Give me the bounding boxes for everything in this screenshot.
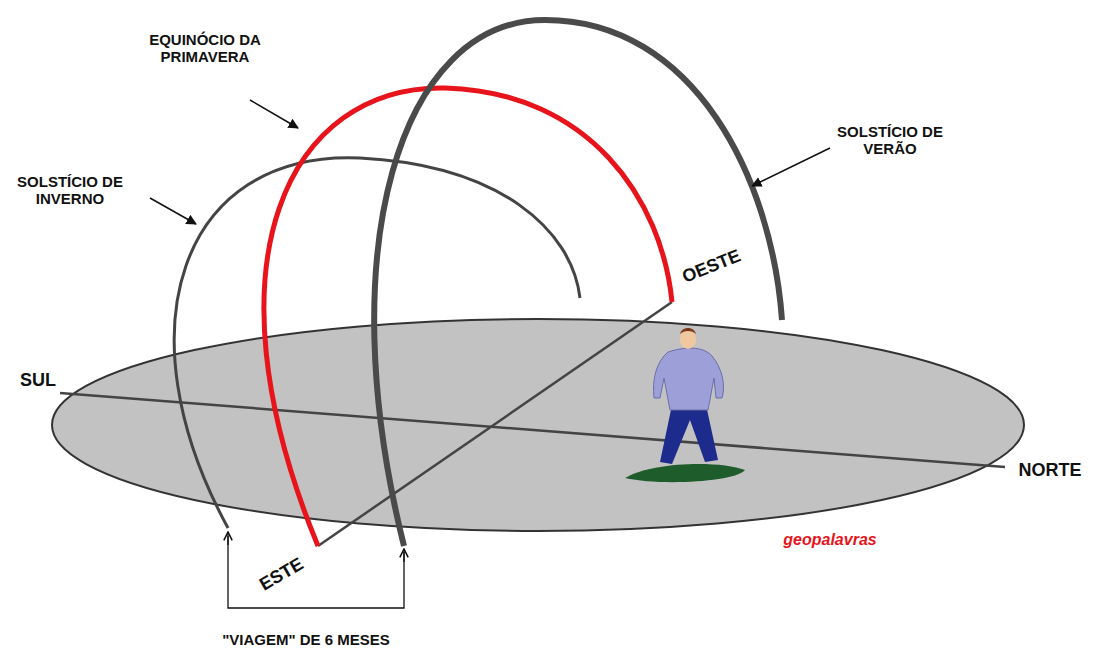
leader-arrow xyxy=(150,198,196,224)
east-west-line xyxy=(318,302,672,546)
direction-label: ESTE xyxy=(256,553,307,594)
direction-label: SUL xyxy=(20,370,56,391)
horizon-plane xyxy=(52,319,1024,531)
leader-arrow xyxy=(250,100,298,128)
equinox-label: EQUINÓCIO DA PRIMAVERA xyxy=(145,31,265,66)
bracket-label: "VIAGEM" DE 6 MESES xyxy=(222,631,390,648)
observer-figure xyxy=(625,328,745,482)
summer-solstice-label: SOLSTÍCIO DE VERÃO xyxy=(835,123,945,158)
summer-sun-path xyxy=(374,20,782,546)
bracket xyxy=(228,536,404,608)
winter-solstice-label: SOLSTÍCIO DE INVERNO xyxy=(10,173,130,208)
direction-label: NORTE xyxy=(1019,460,1082,481)
equinox-sun-path xyxy=(264,88,672,546)
north-south-line xyxy=(60,393,1005,467)
direction-label: OESTE xyxy=(680,245,744,287)
bracket-arrow xyxy=(403,549,404,562)
bracket-arrow xyxy=(227,532,228,545)
leader-arrow xyxy=(752,148,830,186)
watermark: geopalavras xyxy=(783,531,876,549)
